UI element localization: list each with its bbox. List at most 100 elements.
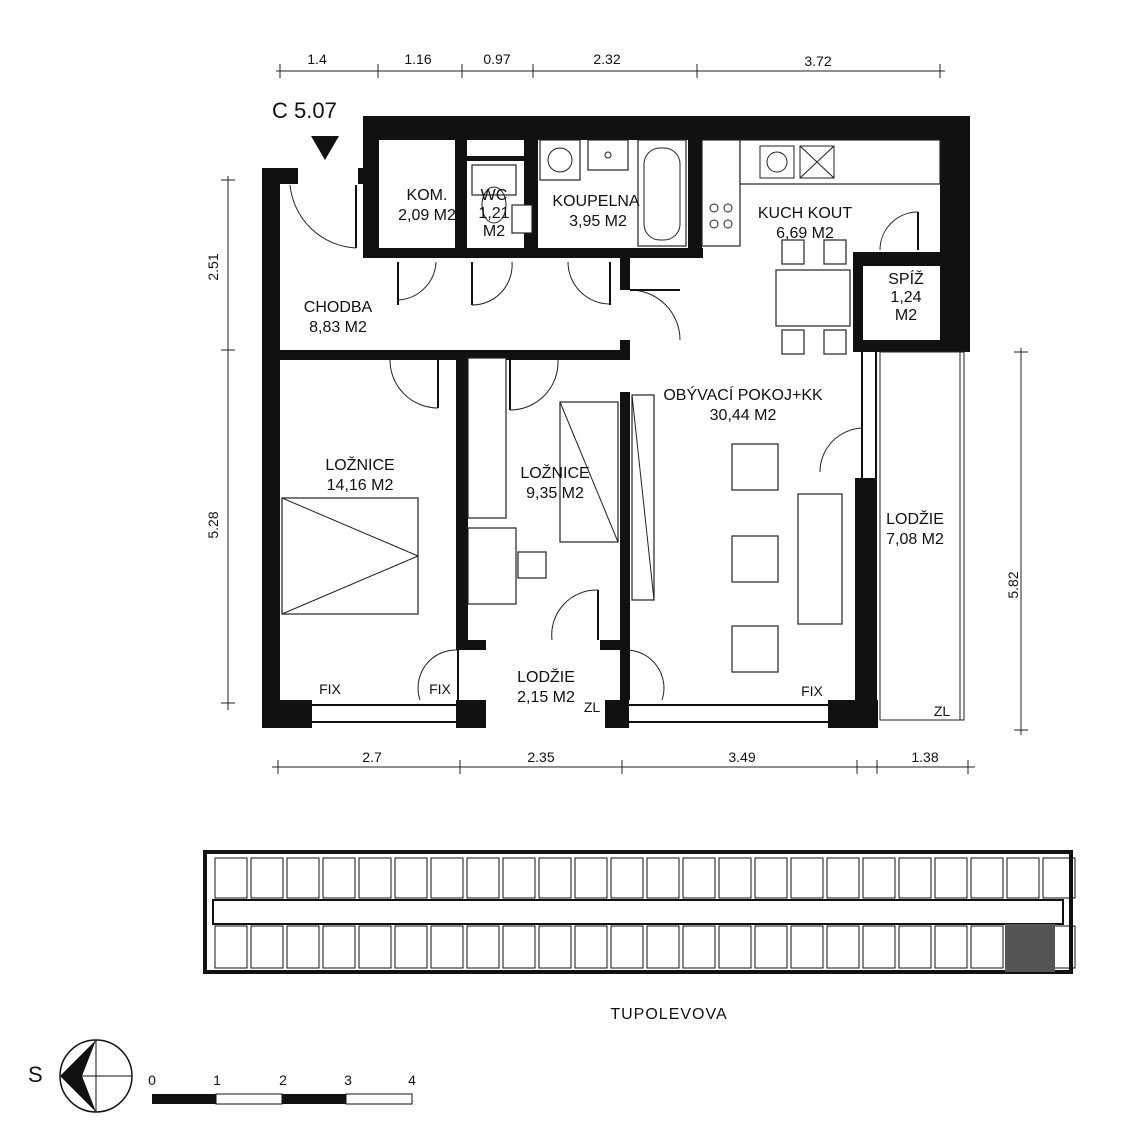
dim-top-3: 0.97 xyxy=(483,51,510,67)
dim-bottom-1: 2.7 xyxy=(362,749,382,765)
room-area-corridor: 8,83 M2 xyxy=(309,319,367,336)
room-area-wc: 1,21 xyxy=(478,205,509,222)
key-plan-cell xyxy=(970,857,1004,899)
room-name-wc: WC xyxy=(481,187,508,204)
key-plan-cell xyxy=(826,857,860,899)
room-name-koupelna: KOUPELNA xyxy=(552,193,639,210)
key-plan-cell xyxy=(682,857,716,899)
key-plan-cell xyxy=(250,857,284,899)
key-plan-cell xyxy=(250,925,284,969)
key-plan-cell xyxy=(862,925,896,969)
room-name-kom: KOM. xyxy=(407,187,448,204)
entrance-marker-icon xyxy=(311,136,339,160)
key-plan-cell xyxy=(502,857,536,899)
key-plan-cell xyxy=(754,857,788,899)
window-mark-fix-1: FIX xyxy=(319,681,341,697)
room-area-pantry-unit: M2 xyxy=(895,307,917,324)
fixtures xyxy=(281,139,965,721)
room-name-bedroom-1: LOŽNICE xyxy=(325,455,394,474)
dim-left-2: 5.28 xyxy=(205,511,221,538)
key-plan-cell xyxy=(646,925,680,969)
room-area-pantry: 1,24 xyxy=(890,289,921,306)
dim-bottom-2: 2.35 xyxy=(527,749,554,765)
window-mark-fix-3: FIX xyxy=(801,683,823,699)
dim-top-4: 2.32 xyxy=(593,51,620,67)
street-name: TUPOLEVOVA xyxy=(610,1006,727,1023)
dim-right-1: 5.82 xyxy=(1005,571,1021,598)
doors xyxy=(289,184,919,701)
room-name-corridor: CHODBA xyxy=(304,299,373,316)
key-plan-cell xyxy=(394,925,428,969)
key-plan-cell xyxy=(538,925,572,969)
dim-bottom-3: 3.49 xyxy=(728,749,755,765)
room-area-koupelna: 3,95 M2 xyxy=(569,213,627,230)
room-area-loggia-large: 7,08 M2 xyxy=(886,531,944,548)
room-name-pantry: SPÍŽ xyxy=(888,269,924,288)
key-plan-cell xyxy=(790,857,824,899)
key-plan-cell xyxy=(898,925,932,969)
key-plan-cell xyxy=(970,925,1004,969)
key-plan-cell xyxy=(934,857,968,899)
room-area-wc-unit: M2 xyxy=(483,223,505,240)
key-plan-cell xyxy=(1042,857,1076,899)
room-area-kitchen: 6,69 M2 xyxy=(776,225,834,242)
key-plan-cell xyxy=(682,925,716,969)
dim-bottom-4: 1.38 xyxy=(911,749,938,765)
dimension-lines xyxy=(221,64,1028,774)
room-name-loggia-large: LODŽIE xyxy=(886,509,944,528)
scale-label-4: 4 xyxy=(408,1072,416,1088)
room-name-loggia-small: LODŽIE xyxy=(517,667,575,686)
key-plan-cell xyxy=(538,857,572,899)
key-plan-cell xyxy=(574,925,608,969)
key-plan-cell xyxy=(574,857,608,899)
key-plan-cell xyxy=(898,857,932,899)
key-plan-cell xyxy=(934,925,968,969)
key-plan-cell xyxy=(862,857,896,899)
room-area-kom: 2,09 M2 xyxy=(398,207,456,224)
highlighted-unit xyxy=(1005,924,1055,972)
scale-bar xyxy=(152,1093,413,1105)
dim-left-1: 2.51 xyxy=(205,253,221,280)
scale-label-2: 2 xyxy=(279,1072,287,1088)
key-plan-cell xyxy=(610,857,644,899)
walls xyxy=(262,116,970,728)
key-plan-cell xyxy=(646,857,680,899)
key-plan-cell xyxy=(718,857,752,899)
key-plan-cell xyxy=(214,857,248,899)
window-mark-fix-2: FIX xyxy=(429,681,451,697)
key-plan-cell xyxy=(430,857,464,899)
room-area-bedroom-1: 14,16 M2 xyxy=(327,477,394,494)
key-plan-cell xyxy=(358,925,392,969)
key-plan-cell xyxy=(286,857,320,899)
key-plan-cell xyxy=(502,925,536,969)
room-name-living: OBÝVACÍ POKOJ+KK xyxy=(663,385,823,404)
scale-label-0: 0 xyxy=(148,1072,156,1088)
key-plan-cell xyxy=(322,857,356,899)
north-arrow-icon xyxy=(59,1039,133,1113)
key-plan-cell xyxy=(1006,857,1040,899)
window-mark-zl-2: ZL xyxy=(934,703,951,719)
unit-label: C 5.07 xyxy=(272,98,337,123)
key-plan-cell xyxy=(466,857,500,899)
key-plan-cell xyxy=(358,857,392,899)
key-plan-cell xyxy=(610,925,644,969)
room-name-kitchen: KUCH KOUT xyxy=(758,205,852,222)
north-label: S xyxy=(28,1062,43,1087)
key-plan-cell xyxy=(826,925,860,969)
key-plan-cell xyxy=(790,925,824,969)
key-plan-cell xyxy=(430,925,464,969)
room-area-loggia-small: 2,15 M2 xyxy=(517,689,575,706)
building-key-plan xyxy=(203,850,1076,974)
key-plan-cell xyxy=(466,925,500,969)
dim-top-2: 1.16 xyxy=(404,51,431,67)
key-plan-cell xyxy=(322,925,356,969)
key-plan-cell xyxy=(286,925,320,969)
dim-top-5: 3.72 xyxy=(804,53,831,69)
room-area-bedroom-2: 9,35 M2 xyxy=(526,485,584,502)
key-plan-cell xyxy=(754,925,788,969)
room-area-living: 30,44 M2 xyxy=(710,407,777,424)
key-plan-cell xyxy=(718,925,752,969)
key-plan-cell xyxy=(214,925,248,969)
scale-label-3: 3 xyxy=(344,1072,352,1088)
